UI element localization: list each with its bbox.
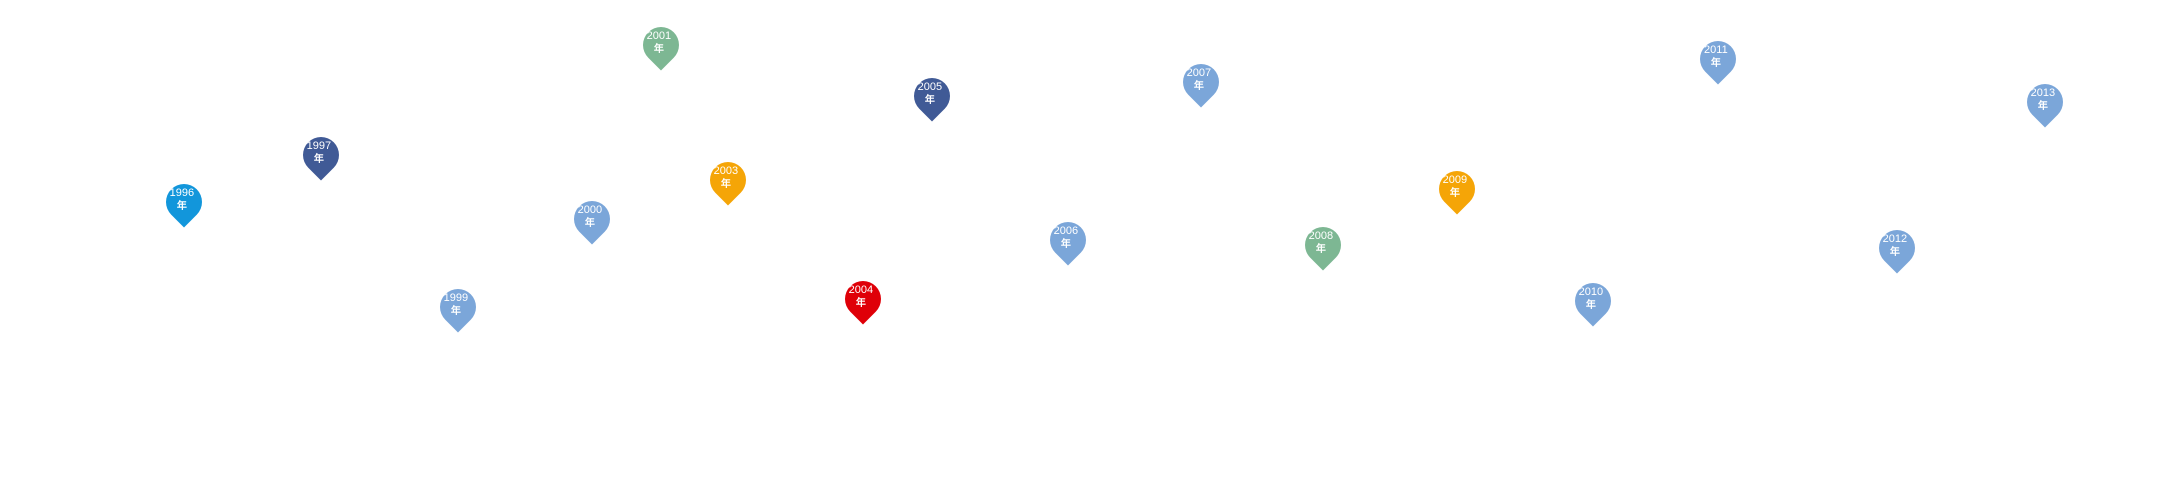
year-marker-1996[interactable]: 1996 年 bbox=[158, 176, 210, 228]
year-marker-label: 2008 年 bbox=[1303, 225, 1339, 261]
year-text: 2009 bbox=[1442, 173, 1468, 186]
year-marker-1999[interactable]: 1999 年 bbox=[432, 281, 484, 333]
year-unit: 年 bbox=[1449, 187, 1460, 199]
year-marker-label: 2009 年 bbox=[1437, 169, 1473, 205]
year-marker-2012[interactable]: 2012 年 bbox=[1871, 222, 1923, 274]
year-text: 2011 bbox=[1704, 43, 1728, 56]
year-text: 2006 bbox=[1053, 224, 1079, 237]
year-marker-label: 2000 年 bbox=[572, 199, 608, 235]
year-text: 2008 bbox=[1308, 229, 1334, 242]
year-unit: 年 bbox=[924, 94, 935, 106]
year-text: 2010 bbox=[1578, 285, 1604, 298]
year-unit: 年 bbox=[1585, 299, 1596, 311]
year-text: 1996 bbox=[169, 186, 195, 199]
year-unit: 年 bbox=[176, 200, 187, 212]
year-marker-label: 2004 年 bbox=[843, 279, 879, 315]
year-unit: 年 bbox=[1889, 246, 1900, 258]
year-text: 2000 bbox=[577, 203, 603, 216]
year-text: 2007 bbox=[1186, 66, 1212, 79]
year-marker-label: 2003 年 bbox=[708, 160, 744, 196]
year-unit: 年 bbox=[313, 153, 324, 165]
year-marker-label: 2013 年 bbox=[2025, 82, 2061, 118]
year-marker-2001[interactable]: 2001 年 bbox=[635, 19, 687, 71]
year-text: 2004 bbox=[848, 283, 874, 296]
year-marker-label: 1996 年 bbox=[164, 182, 200, 218]
year-marker-2011[interactable]: 2011 年 bbox=[1692, 33, 1744, 85]
year-unit: 年 bbox=[855, 297, 866, 309]
year-marker-2005[interactable]: 2005 年 bbox=[906, 70, 958, 122]
year-marker-2000[interactable]: 2000 年 bbox=[566, 193, 618, 245]
year-marker-2008[interactable]: 2008 年 bbox=[1297, 219, 1349, 271]
year-marker-2004[interactable]: 2004 年 bbox=[837, 273, 889, 325]
year-marker-2009[interactable]: 2009 年 bbox=[1431, 163, 1483, 215]
year-text: 1997 bbox=[306, 139, 332, 152]
year-unit: 年 bbox=[1060, 238, 1071, 250]
year-text: 2003 bbox=[713, 164, 739, 177]
year-unit: 年 bbox=[1193, 80, 1204, 92]
year-marker-label: 1999 年 bbox=[438, 287, 474, 323]
year-marker-2013[interactable]: 2013 年 bbox=[2019, 76, 2071, 128]
year-text: 1999 bbox=[443, 291, 469, 304]
year-marker-2006[interactable]: 2006 年 bbox=[1042, 214, 1094, 266]
year-marker-label: 2001 年 bbox=[641, 25, 677, 61]
year-marker-2007[interactable]: 2007 年 bbox=[1175, 56, 1227, 108]
year-marker-label: 2006 年 bbox=[1048, 220, 1084, 256]
year-unit: 年 bbox=[653, 43, 664, 55]
year-unit: 年 bbox=[2037, 100, 2048, 112]
year-unit: 年 bbox=[720, 178, 731, 190]
year-marker-label: 2005 年 bbox=[912, 76, 948, 112]
year-unit: 年 bbox=[1710, 57, 1721, 69]
year-text: 2013 bbox=[2030, 86, 2056, 99]
year-marker-2010[interactable]: 2010 年 bbox=[1567, 275, 1619, 327]
year-marker-2003[interactable]: 2003 年 bbox=[702, 154, 754, 206]
year-marker-label: 2011 年 bbox=[1698, 39, 1734, 75]
year-text: 2005 bbox=[917, 80, 943, 93]
year-marker-label: 1997 年 bbox=[301, 135, 337, 171]
year-marker-label: 2012 年 bbox=[1877, 228, 1913, 264]
year-text: 2001 bbox=[646, 29, 672, 42]
year-unit: 年 bbox=[1315, 243, 1326, 255]
year-text: 2012 bbox=[1882, 232, 1908, 245]
year-marker-label: 2010 年 bbox=[1573, 281, 1609, 317]
year-marker-label: 2007 年 bbox=[1181, 62, 1217, 98]
year-unit: 年 bbox=[450, 305, 461, 317]
year-marker-1997[interactable]: 1997 年 bbox=[295, 129, 347, 181]
year-unit: 年 bbox=[584, 217, 595, 229]
